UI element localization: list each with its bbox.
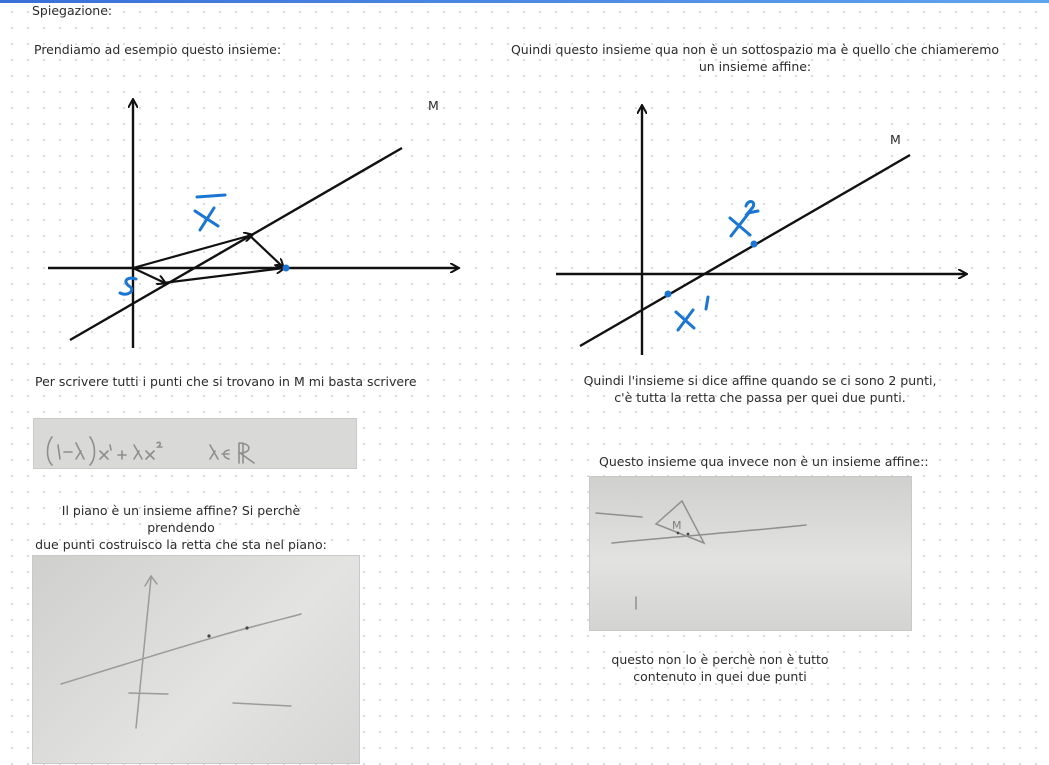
bottom-right-line1: questo non lo è perchè non è tutto (611, 652, 829, 667)
blue-point (282, 264, 290, 272)
bottom-right-text: questo non lo è perchè non è tutto conte… (570, 651, 870, 685)
not-affine-heading: Questo insieme qua invece non è un insie… (599, 454, 929, 469)
right-intro-line2: un insieme affine: (698, 59, 812, 74)
formula-handwriting (46, 436, 255, 466)
x2-annotation-icon (728, 200, 760, 238)
vector-to-x-low (132, 267, 165, 283)
right-middle-text: Quindi l'insieme si dice affine quando s… (560, 372, 960, 406)
right-intro-text: Quindi questo insieme qua non è un sotto… (505, 41, 1005, 75)
plane-whiteboard-photo (33, 556, 359, 763)
left-vector-diagram (48, 90, 470, 348)
line-m (69, 146, 403, 342)
plane-question-line1: Il piano è un insieme affine? Si perchè … (61, 503, 301, 535)
left-intro-text: Prendiamo ad esempio questo insieme: (34, 42, 282, 57)
label-m-right: M (890, 132, 901, 147)
page-title: Spiegazione: (32, 3, 113, 18)
plane-question-line2: due punti costruisco la retta che sta ne… (35, 537, 327, 552)
s-annotation-icon (118, 276, 138, 296)
triangle-m-label: M (672, 519, 682, 532)
right-middle-line1: Quindi l'insieme si dice affine quando s… (583, 373, 937, 388)
bottom-right-line2: contenuto in quei due punti (633, 669, 807, 684)
line-m (579, 153, 911, 348)
right-affine-diagram (556, 98, 990, 355)
vector-to-x-bar (132, 235, 252, 270)
plane-sketch (60, 574, 302, 729)
vector-low-to-point (162, 268, 284, 285)
vector-tip-to-point (247, 233, 283, 267)
formula-photo (34, 419, 356, 468)
point-x1 (664, 290, 672, 298)
label-m-left: M (428, 98, 439, 113)
top-accent-bar (0, 0, 1049, 3)
right-intro-line1: Quindi questo insieme qua non è un sotto… (510, 42, 1000, 57)
not-affine-whiteboard-photo: M (590, 477, 911, 630)
x1-annotation-icon (674, 295, 710, 332)
point-x2 (750, 240, 758, 248)
x-bar-annotation-icon (193, 193, 227, 232)
left-middle-text: Per scrivere tutti i punti che si trovan… (35, 374, 417, 389)
right-middle-line2: c'è tutta la retta che passa per quei du… (614, 390, 906, 405)
not-affine-sketch: M (595, 499, 807, 610)
plane-question-text: Il piano è un insieme affine? Si perchè … (28, 502, 334, 553)
